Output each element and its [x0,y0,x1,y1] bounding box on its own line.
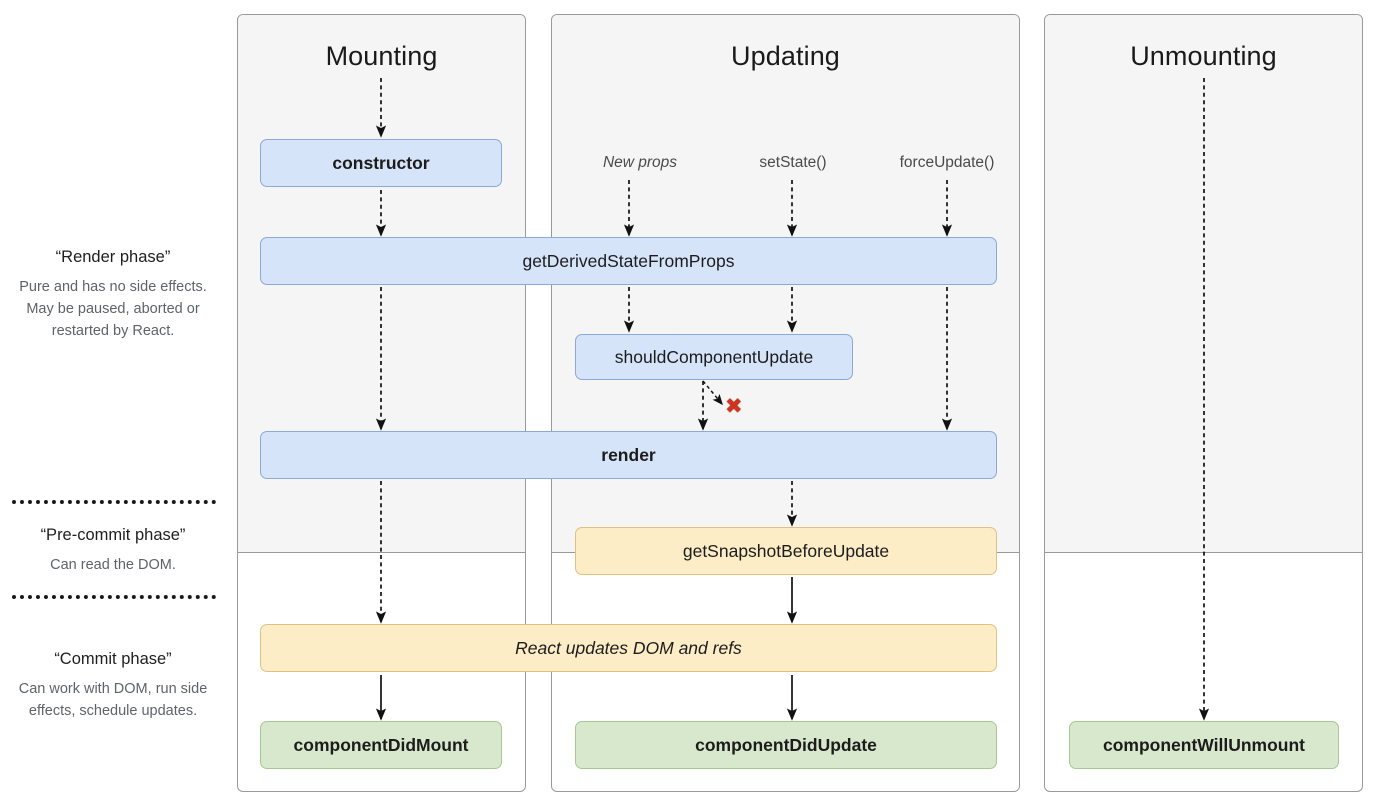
node-react-updates-dom-and-refs[interactable]: React updates DOM and refs [260,624,997,672]
phase-separator-top [12,500,216,504]
trigger-label-set-state: setState() [759,154,827,171]
node-get-snapshot-before-update[interactable]: getSnapshotBeforeUpdate [575,527,997,575]
bail-out-x-icon: ✖ [725,394,743,418]
phase-body-render: Pure and has no side effects. May be pau… [19,279,207,340]
column-title-updating: Updating [731,41,840,71]
phase-legend-pre-commit: “Pre-commit phase” Can read the DOM. [4,526,222,576]
node-component-did-update[interactable]: componentDidUpdate [575,721,997,769]
phase-body-pre-commit: Can read the DOM. [50,557,176,573]
trigger-label-force-update: forceUpdate() [899,154,995,171]
column-title-mounting: Mounting [325,41,438,71]
column-panel-unmounting: Unmounting [1044,14,1363,792]
column-panel-updating: Updating [551,14,1020,792]
phase-legend-commit: “Commit phase” Can work with DOM, run si… [4,650,222,722]
trigger-label-new-props: New props [602,154,678,171]
node-component-will-unmount[interactable]: componentWillUnmount [1069,721,1339,769]
phase-heading-render: “Render phase” [55,248,171,266]
panel-render-region-unmounting [1045,15,1362,553]
node-get-derived-state-from-props[interactable]: getDerivedStateFromProps [260,237,997,285]
node-constructor[interactable]: constructor [260,139,502,187]
column-title-unmounting: Unmounting [1130,41,1277,71]
column-panel-mounting: Mounting [237,14,526,792]
node-component-did-mount[interactable]: componentDidMount [260,721,502,769]
phase-body-commit: Can work with DOM, run side effects, sch… [18,681,208,720]
node-render[interactable]: render [260,431,997,479]
phase-heading-commit: “Commit phase” [54,650,172,668]
node-should-component-update[interactable]: shouldComponentUpdate [575,334,853,380]
phase-legend-render: “Render phase” Pure and has no side effe… [4,248,222,342]
phase-heading-pre-commit: “Pre-commit phase” [40,526,186,544]
phase-separator-bottom [12,595,216,599]
